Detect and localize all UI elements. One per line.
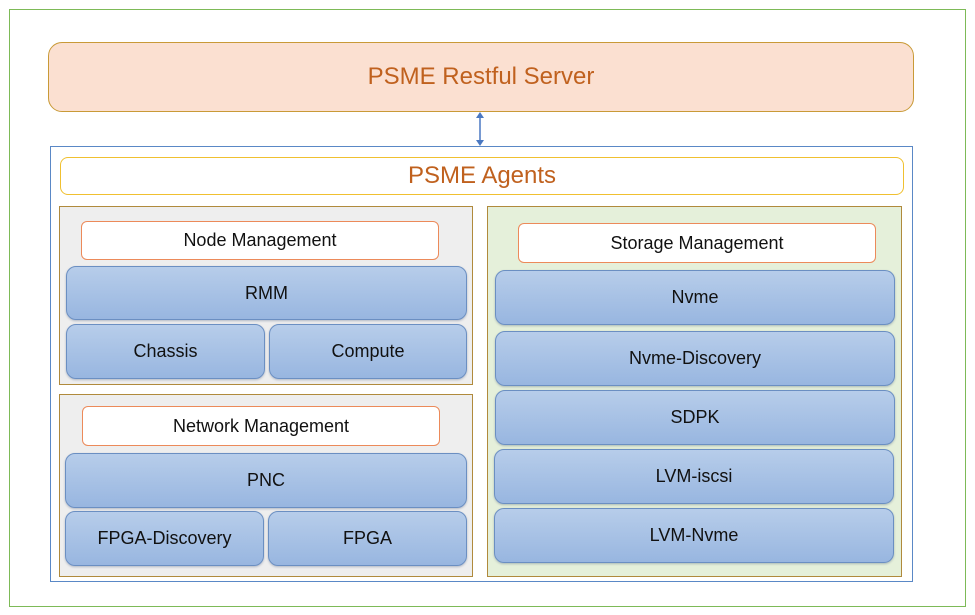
lvm-iscsi-component: LVM-iscsi: [494, 449, 894, 504]
psme-restful-server: PSME Restful Server: [48, 42, 914, 112]
compute-component: Compute: [269, 324, 467, 379]
rmm-component: RMM: [66, 266, 467, 320]
pnc-component: PNC: [65, 453, 467, 508]
storage-management-label: Storage Management: [518, 223, 876, 263]
psme-agents-title: PSME Agents: [60, 157, 904, 195]
sdpk-component: SDPK: [495, 390, 895, 445]
nvme-component: Nvme: [495, 270, 895, 325]
lvm-nvme-component: LVM-Nvme: [494, 508, 894, 563]
bidirectional-arrow-icon: [476, 112, 484, 146]
nvme-discovery-component: Nvme-Discovery: [495, 331, 895, 386]
fpga-discovery-component: FPGA-Discovery: [65, 511, 264, 566]
psme-agents-title-label: PSME Agents: [407, 162, 557, 189]
node-management-label: Node Management: [81, 221, 439, 260]
chassis-component: Chassis: [66, 324, 265, 379]
network-management-label: Network Management: [82, 406, 440, 446]
fpga-component: FPGA: [268, 511, 467, 566]
psme-restful-server-label: PSME Restful Server: [367, 63, 595, 90]
diagram-frame: [9, 9, 966, 607]
